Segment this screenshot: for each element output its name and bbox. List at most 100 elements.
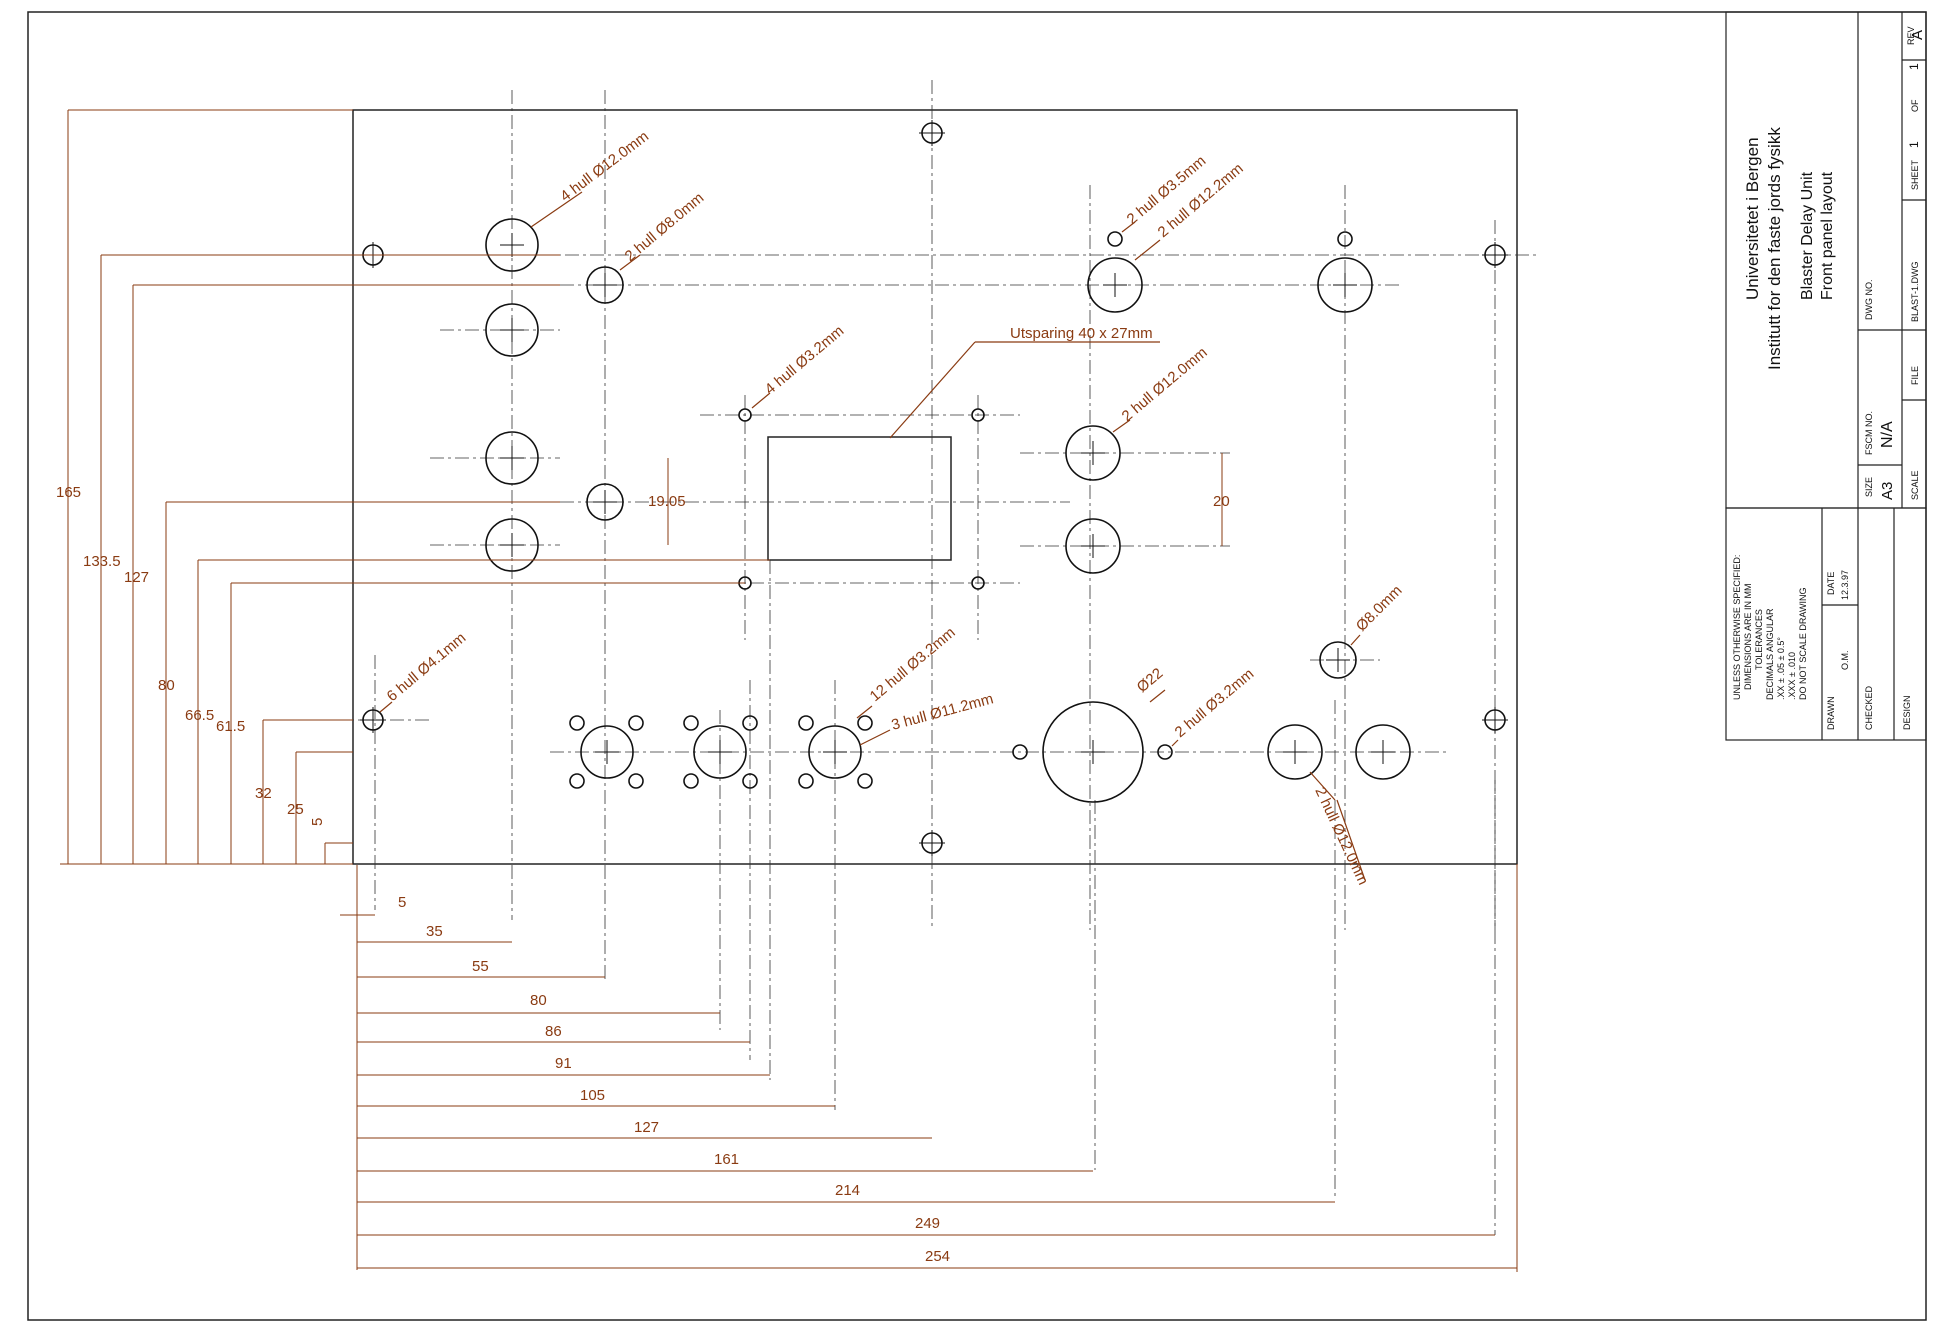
hole-11-2mm: [808, 725, 862, 779]
checked-label: CHECKED: [1864, 685, 1874, 730]
notes-line-2: DIMENSIONS ARE IN MM: [1743, 583, 1753, 690]
institution-line-2: Institutt for den faste jords fysikk: [1765, 127, 1784, 370]
fscm-value: N/A: [1879, 421, 1896, 448]
dim-80: 80: [530, 992, 547, 1009]
hole-3-5mm: [1107, 231, 1123, 247]
dim-254: 254: [925, 1248, 950, 1265]
hole-12-2mm: [1317, 257, 1373, 313]
callout-6-hull-4-1mm: 6 hull Ø4.1mm: [384, 629, 470, 705]
date-value: 12.3.97: [1840, 570, 1850, 600]
dim-25: 25: [287, 801, 304, 818]
hole-3-2mm: [971, 576, 985, 590]
institution-line-1: Universitetet i Bergen: [1743, 137, 1762, 300]
callout-2-hull-12mm-bottom: 2 hull Ø12.0mm: [1311, 785, 1371, 888]
callout-4-hull-3-2mm: 4 hull Ø3.2mm: [762, 322, 848, 398]
dim-133-5: 133.5: [83, 553, 121, 570]
dim-127: 127: [634, 1119, 659, 1136]
panel-outline: [352, 109, 1518, 865]
of-value: 1: [1907, 63, 1921, 70]
notes-block-text: UNLESS OTHERWISE SPECIFIED: DIMENSIONS A…: [1732, 555, 1912, 730]
vertical-dimension-labels: 165 133.5 127 80 66.5 61.5 32 25 5 19.05…: [56, 484, 1230, 826]
leader-lines: [379, 191, 1366, 881]
dim-66-5: 66.5: [185, 707, 214, 724]
design-label: DESIGN: [1902, 695, 1912, 730]
callout-22mm: Ø22: [1134, 665, 1167, 696]
dim-5-horizontal: 5: [398, 894, 406, 911]
drawing-title-1: Blaster Delay Unit: [1799, 171, 1816, 300]
hole-12mm: [1355, 724, 1411, 780]
rev-label: REV: [1906, 26, 1916, 45]
dim-19-05: 19.05: [648, 493, 686, 510]
horizontal-dimension-labels: 5 35 55 80 86 91 105 127 161 214 249 254: [398, 894, 950, 1265]
dim-86: 86: [545, 1023, 562, 1040]
hole-12mm: [1267, 724, 1323, 780]
notes-line-3: TOLERANCES: [1754, 609, 1764, 670]
size-label: SIZE: [1864, 477, 1874, 497]
callout-3-hull-11-2mm: 3 hull Ø11.2mm: [890, 690, 996, 734]
hole-12-2mm: [1087, 257, 1143, 313]
title-block-text: Universitetet i Bergen Institutt for den…: [1743, 26, 1926, 500]
dim-55: 55: [472, 958, 489, 975]
hole-8mm: [1319, 641, 1357, 679]
hole-11-2mm: [580, 725, 634, 779]
hole-3-2mm: [738, 408, 752, 422]
callouts: 4 hull Ø12.0mm 2 hull Ø8.0mm 2 hull Ø3.5…: [384, 128, 1406, 888]
dim-161: 161: [714, 1151, 739, 1168]
notes-line-6: .XXX ± .010: [1787, 652, 1797, 700]
drawn-value: O.M.: [1840, 651, 1850, 671]
dim-165: 165: [56, 484, 81, 501]
notes-line-5: .XX ± .05 ± 0.5°: [1776, 637, 1786, 700]
center-lines: [340, 80, 1540, 1235]
dim-214: 214: [835, 1182, 860, 1199]
date-label: DATE: [1826, 572, 1836, 595]
dim-105: 105: [580, 1087, 605, 1104]
hole-3-2mm: [1012, 744, 1028, 760]
callout-8mm: Ø8.0mm: [1353, 582, 1406, 635]
fscm-label: FSCM NO.: [1864, 411, 1874, 455]
callout-2-hull-12mm: 2 hull Ø12.0mm: [1119, 344, 1211, 425]
drawn-label: DRAWN: [1826, 696, 1836, 730]
dim-61-5: 61.5: [216, 718, 245, 735]
dim-5-vertical: 5: [309, 818, 326, 826]
callout-4-hull-12mm: 4 hull Ø12.0mm: [557, 128, 652, 205]
hole-12mm: [485, 218, 539, 272]
crosshairs: [360, 120, 1508, 856]
sheet-label: SHEET: [1910, 159, 1920, 190]
notes-line-7: DO NOT SCALE DRAWING: [1798, 587, 1808, 700]
dim-80: 80: [158, 677, 175, 694]
rev-value: A: [1909, 30, 1926, 40]
callout-2-hull-3-5mm: 2 hull Ø3.5mm: [1124, 152, 1210, 228]
callout-2-hull-8mm: 2 hull Ø8.0mm: [622, 189, 708, 265]
sheet-border: [27, 11, 1927, 1321]
callout-12-hull-3-2mm: 12 hull Ø3.2mm: [867, 624, 959, 705]
notes-line-1: UNLESS OTHERWISE SPECIFIED:: [1732, 555, 1742, 700]
hole-12mm: [485, 303, 539, 357]
dim-32: 32: [255, 785, 272, 802]
dimension-lines: [60, 109, 1518, 1272]
hole-3-2mm: [971, 408, 985, 422]
callout-utsparing: Utsparing 40 x 27mm: [1010, 325, 1153, 342]
dim-35: 35: [426, 923, 443, 940]
notes-block-frame: [1725, 507, 1927, 741]
display-cutout: [767, 436, 952, 561]
dim-249: 249: [915, 1215, 940, 1232]
file-value: BLAST-1.DWG: [1910, 261, 1920, 322]
sheet-value: 1: [1907, 141, 1921, 148]
file-label: FILE: [1910, 366, 1920, 385]
drawing-title-2: Front panel layout: [1819, 171, 1836, 300]
hole-3-2mm: [1157, 744, 1173, 760]
hole-22mm: [1042, 701, 1144, 803]
hole-8mm: [586, 483, 624, 521]
dim-20: 20: [1213, 493, 1230, 510]
scale-label: SCALE: [1910, 470, 1920, 500]
dim-91: 91: [555, 1055, 572, 1072]
holes: [362, 122, 1506, 854]
hole-12mm: [1065, 518, 1121, 574]
hole-8mm: [586, 266, 624, 304]
hole-11-2mm: [693, 725, 747, 779]
hole-12mm: [485, 431, 539, 485]
hole-3-5mm: [1337, 231, 1353, 247]
of-label: OF: [1910, 99, 1920, 112]
